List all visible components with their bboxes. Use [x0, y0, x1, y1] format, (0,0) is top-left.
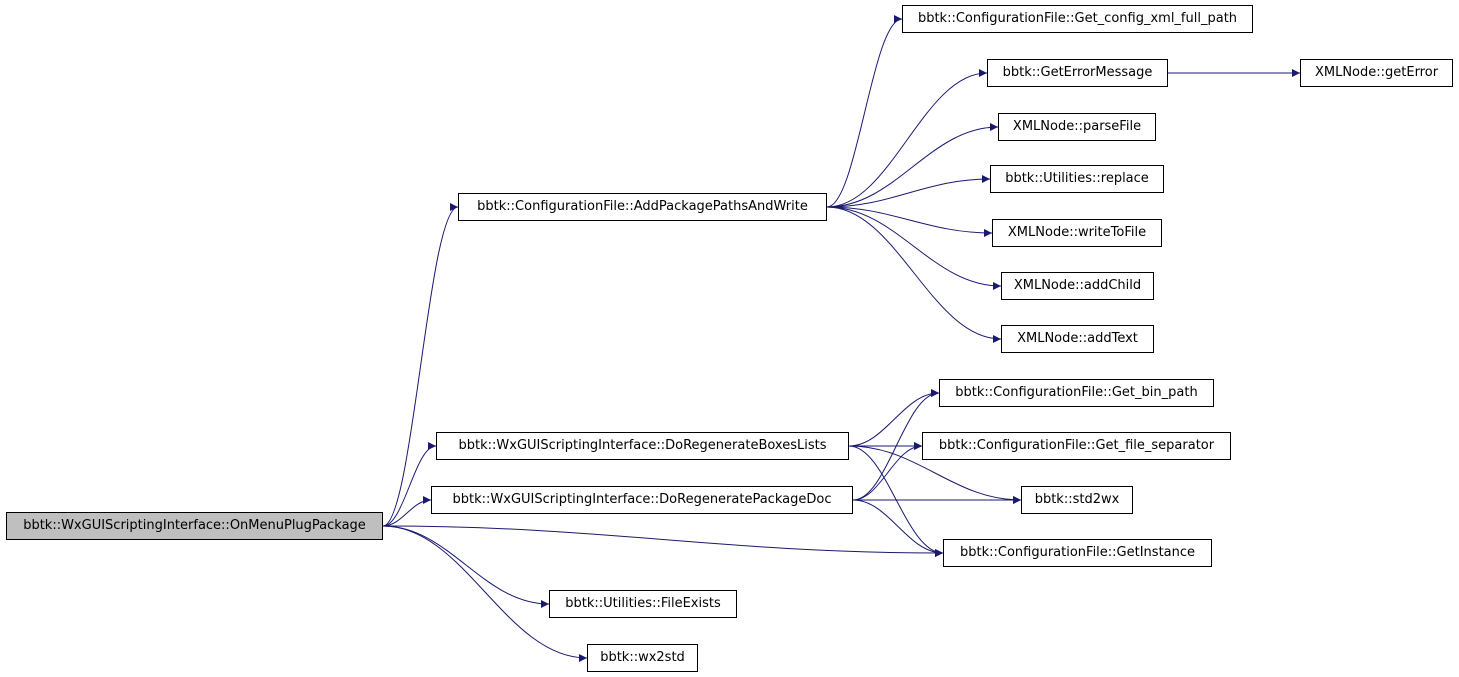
node-xmlnode-get-error[interactable]: XMLNode::getError: [1300, 59, 1453, 87]
edge-n_root-to-n_wx2std: [382, 525, 588, 662]
edge-n_addpkg-to-n_getcfg: [826, 15, 903, 208]
node-xmlnode-add-text[interactable]: XMLNode::addText: [1001, 325, 1154, 353]
edge-n_root-to-n_doregenpkg: [382, 496, 432, 527]
edge-n_root-to-n_getinstance: [382, 525, 944, 557]
node-add-package-paths-and-write[interactable]: bbtk::ConfigurationFile::AddPackagePaths…: [458, 193, 827, 221]
node-utilities-replace[interactable]: bbtk::Utilities::replace: [990, 165, 1164, 193]
edge-n_addpkg-to-n_addtext: [826, 206, 1002, 343]
node-get-bin-path[interactable]: bbtk::ConfigurationFile::Get_bin_path: [939, 379, 1214, 407]
edge-n_root-to-n_addpkg: [382, 203, 459, 527]
edge-n_addpkg-to-n_replace: [826, 175, 991, 208]
edge-n_addpkg-to-n_addchild: [826, 206, 1002, 290]
node-std2wx[interactable]: bbtk::std2wx: [1021, 486, 1133, 514]
node-xmlnode-write-to-file[interactable]: XMLNode::writeToFile: [992, 219, 1162, 247]
node-do-regenerate-boxes-lists[interactable]: bbtk::WxGUIScriptingInterface::DoRegener…: [436, 432, 849, 460]
node-xmlnode-add-child[interactable]: XMLNode::addChild: [1001, 272, 1154, 300]
node-do-regenerate-package-doc[interactable]: bbtk::WxGUIScriptingInterface::DoRegener…: [431, 486, 853, 514]
edge-n_addpkg-to-n_geterrmsg: [826, 69, 988, 208]
node-get-config-xml-full-path[interactable]: bbtk::ConfigurationFile::Get_config_xml_…: [902, 5, 1253, 33]
node-xmlnode-parse-file[interactable]: XMLNode::parseFile: [998, 113, 1156, 141]
node-on-menu-plug-package[interactable]: bbtk::WxGUIScriptingInterface::OnMenuPlu…: [6, 512, 383, 540]
edge-n_doregenpkg-to-n_filesep: [852, 442, 923, 501]
node-get-file-separator[interactable]: bbtk::ConfigurationFile::Get_file_separa…: [922, 432, 1231, 460]
edge-n_addpkg-to-n_parsefile: [826, 123, 999, 208]
edge-n_doregenboxes-to-n_std2wx: [848, 445, 1022, 504]
edge-n_addpkg-to-n_writetofile: [826, 206, 993, 237]
edge-n_root-to-n_doregenboxes: [382, 442, 437, 527]
edge-n_doregenboxes-to-n_binpath: [848, 389, 940, 447]
node-get-error-message[interactable]: bbtk::GetErrorMessage: [987, 59, 1168, 87]
edge-n_root-to-n_fileexists: [382, 525, 550, 608]
node-utilities-file-exists[interactable]: bbtk::Utilities::FileExists: [549, 590, 737, 618]
edge-n_doregenpkg-to-n_binpath: [852, 389, 940, 501]
node-get-instance[interactable]: bbtk::ConfigurationFile::GetInstance: [943, 539, 1212, 567]
edge-n_doregenpkg-to-n_getinstance: [852, 499, 944, 557]
node-wx2std[interactable]: bbtk::wx2std: [587, 644, 698, 672]
